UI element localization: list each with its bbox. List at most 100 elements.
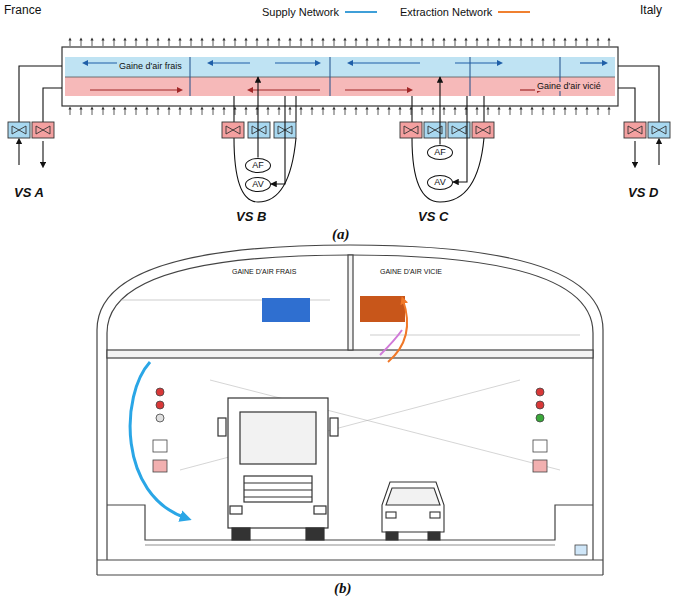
station-label: VS B — [236, 210, 266, 224]
drawing-part — [356, 39, 357, 46]
drawing-part — [345, 39, 346, 46]
drawing-part — [554, 108, 555, 115]
drawing-part — [103, 39, 104, 46]
drawing-part — [565, 108, 566, 115]
drawing-part — [386, 512, 396, 518]
drawing-part — [330, 57, 331, 96]
drawing-part — [8, 122, 670, 138]
drawing-part — [389, 108, 390, 115]
drawing-part — [156, 388, 164, 396]
drawing-part — [422, 39, 423, 46]
drawing-part — [554, 39, 555, 46]
drawing-part — [62, 47, 618, 106]
drawing-part — [153, 460, 167, 472]
drawing-part — [400, 108, 401, 115]
drawing-part — [70, 39, 71, 46]
drawing-part — [411, 96, 412, 122]
country-label: France — [4, 4, 41, 17]
drawing-part — [210, 380, 560, 470]
drawing-part — [306, 528, 324, 540]
drawing-part — [536, 401, 544, 409]
drawing-part — [268, 108, 269, 115]
drawing-part — [147, 39, 148, 46]
drawing-part — [218, 398, 338, 540]
drawing-part — [279, 108, 280, 115]
drawing-part — [382, 482, 444, 540]
drawing-part — [92, 39, 93, 46]
node-text: AF — [252, 161, 264, 170]
drawing-part — [580, 62, 605, 63]
duct-label: GAINE D'AIR FRAIS — [232, 268, 296, 276]
country-label: Italy — [640, 4, 662, 17]
drawing-part — [323, 108, 324, 115]
node-text: Gaine d'air vicié — [535, 82, 603, 92]
connector — [439, 77, 440, 145]
drawing-part — [411, 108, 412, 115]
drawing-part — [158, 39, 159, 46]
drawing-part — [240, 412, 316, 464]
drawing-part — [43, 88, 62, 122]
node-text: Gaine d'air frais — [117, 62, 184, 72]
drawing-part — [424, 122, 446, 138]
node-text: AF — [434, 148, 446, 157]
drawing-part — [367, 39, 368, 46]
drawing-part — [400, 39, 401, 46]
drawing-part — [81, 39, 82, 46]
drawing-part — [510, 39, 511, 46]
drawing-part — [367, 108, 368, 115]
drawing-part — [169, 108, 170, 115]
drawing-part — [628, 126, 642, 134]
drawing-part — [536, 414, 544, 422]
station-label: VS C — [418, 210, 448, 224]
drawing-part — [575, 545, 587, 555]
drawing-part — [488, 108, 489, 115]
drawing-part — [107, 255, 593, 560]
drawing-part — [103, 108, 104, 115]
legend-text: Extraction Network — [400, 6, 492, 18]
drawing-part — [290, 39, 291, 46]
drawing-part — [634, 141, 635, 165]
drawing-part — [246, 108, 247, 115]
drawing-part — [279, 39, 280, 46]
drawing-part — [235, 108, 236, 115]
drawing-part — [652, 126, 666, 134]
drawing-part — [532, 39, 533, 46]
drawing-part — [472, 122, 494, 138]
drawing-part — [380, 330, 402, 355]
drawing-part — [382, 482, 444, 532]
drawing-part — [233, 96, 234, 122]
drawing-part — [312, 108, 313, 115]
drawing-part — [136, 39, 137, 46]
drawing-part — [262, 298, 310, 322]
drawing-part — [97, 245, 603, 575]
drawing-part — [252, 126, 266, 134]
connector — [257, 77, 258, 158]
drawing-part — [268, 39, 269, 46]
drawing-part — [70, 108, 71, 115]
drawing-part — [488, 39, 489, 46]
drawing-part — [65, 77, 615, 78]
drawing-part — [455, 39, 456, 46]
node-text: AV — [434, 178, 445, 187]
drawing-part — [433, 39, 434, 46]
fan-circle: AV — [427, 175, 453, 190]
drawing-part — [587, 39, 588, 46]
drawing-part — [42, 141, 43, 165]
drawing-part — [290, 108, 291, 115]
drawing-part — [114, 39, 115, 46]
drawing-part — [536, 388, 544, 396]
drawing-part — [386, 488, 440, 505]
drawing-part — [466, 39, 467, 46]
drawing-part — [19, 66, 62, 122]
drawing-part — [360, 296, 405, 322]
drawing-part — [222, 122, 244, 138]
drawing-part — [232, 528, 250, 540]
drawing-part — [334, 108, 335, 115]
drawing-part — [224, 39, 225, 46]
drawing-part — [444, 108, 445, 115]
drawing-part — [301, 108, 302, 115]
drawing-part — [404, 126, 418, 134]
drawing-part — [378, 108, 379, 115]
drawing-part — [609, 108, 610, 115]
